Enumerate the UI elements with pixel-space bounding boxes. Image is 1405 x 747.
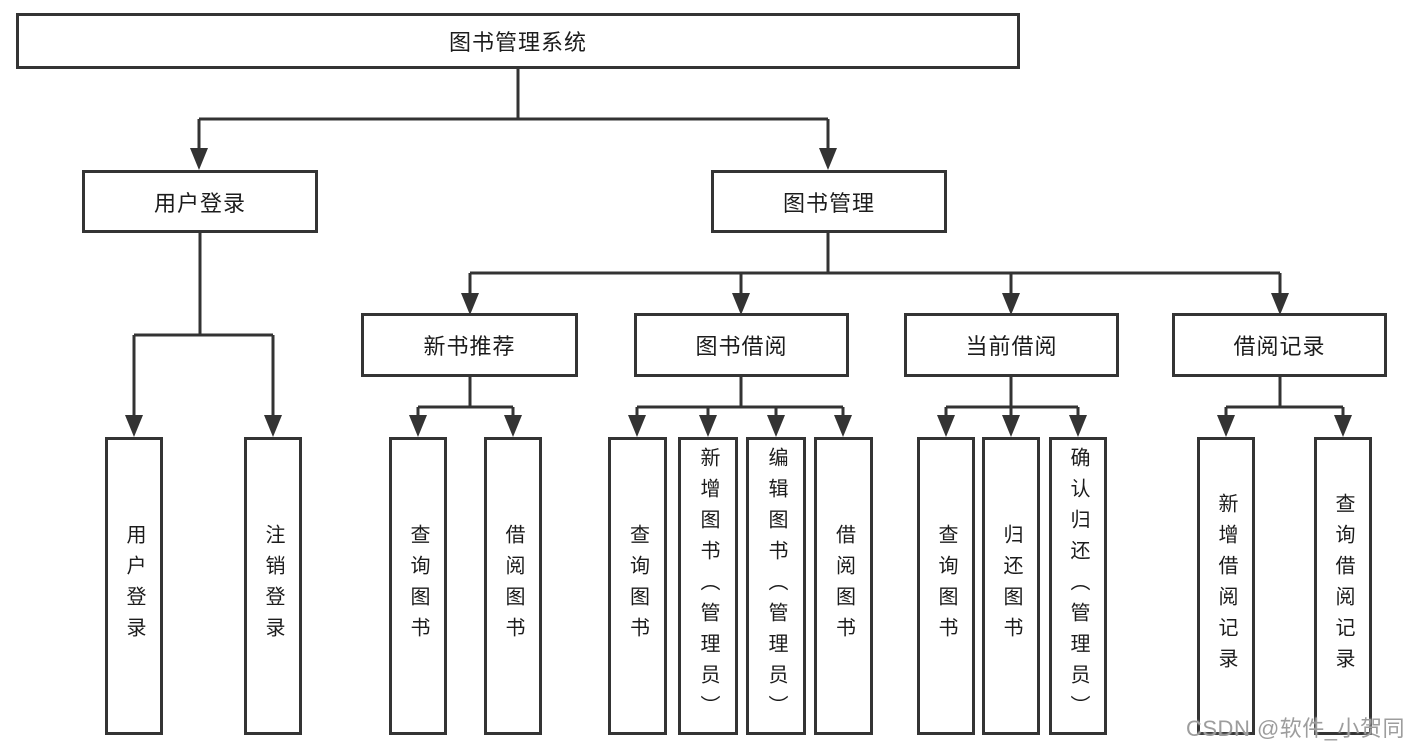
leaf-cb-query-books-label: 查询图书 <box>935 524 957 648</box>
node-book-borrow-label: 图书借阅 <box>695 334 788 359</box>
leaf-bb-add-books-label: 新增图书（管理员） <box>697 446 719 726</box>
watermark: CSDN @软件_小贺同学 <box>1186 716 1405 741</box>
leaf-cb-return-books: 归还图书 <box>982 437 1040 735</box>
node-current-borrow-label: 当前借阅 <box>965 334 1058 359</box>
leaf-br-add-record: 新增借阅记录 <box>1197 437 1255 735</box>
node-new-book-rec: 新书推荐 <box>361 313 578 377</box>
leaf-bb-borrow-books: 借阅图书 <box>814 437 873 735</box>
leaf-bb-query-books: 查询图书 <box>608 437 667 735</box>
node-borrow-record-label: 借阅记录 <box>1233 334 1326 359</box>
leaf-logout-label: 注销登录 <box>262 524 284 648</box>
node-borrow-record: 借阅记录 <box>1172 313 1387 377</box>
leaf-br-add-record-label: 新增借阅记录 <box>1215 493 1237 679</box>
leaf-bb-edit-books: 编辑图书（管理员） <box>746 437 806 735</box>
leaf-br-query-record: 查询借阅记录 <box>1314 437 1372 735</box>
leaf-cb-confirm-return: 确认归还（管理员） <box>1049 437 1107 735</box>
leaf-user-login-label: 用户登录 <box>123 524 145 648</box>
leaf-bb-borrow-books-label: 借阅图书 <box>832 524 855 648</box>
node-book-borrow: 图书借阅 <box>634 313 849 377</box>
leaf-logout: 注销登录 <box>244 437 302 735</box>
leaf-bb-query-books-label: 查询图书 <box>626 524 649 648</box>
node-root: 图书管理系统 <box>16 13 1020 69</box>
leaf-cb-confirm-return-label: 确认归还（管理员） <box>1067 446 1089 726</box>
node-user-login: 用户登录 <box>82 170 318 233</box>
leaf-cb-return-books-label: 归还图书 <box>1000 524 1022 648</box>
leaf-nbr-borrow-books: 借阅图书 <box>484 437 542 735</box>
leaf-nbr-query-books: 查询图书 <box>389 437 447 735</box>
leaf-bb-edit-books-label: 编辑图书（管理员） <box>765 446 787 726</box>
leaf-cb-query-books: 查询图书 <box>917 437 975 735</box>
node-root-label: 图书管理系统 <box>448 30 587 55</box>
leaf-nbr-borrow-books-label: 借阅图书 <box>502 524 524 648</box>
leaf-br-query-record-label: 查询借阅记录 <box>1332 493 1354 679</box>
leaf-bb-add-books: 新增图书（管理员） <box>678 437 738 735</box>
node-book-mgmt-label: 图书管理 <box>782 190 875 216</box>
leaf-user-login: 用户登录 <box>105 437 163 735</box>
node-book-mgmt: 图书管理 <box>711 170 947 233</box>
node-user-login-label: 用户登录 <box>153 190 246 216</box>
leaf-nbr-query-books-label: 查询图书 <box>407 524 429 648</box>
node-current-borrow: 当前借阅 <box>904 313 1119 377</box>
node-new-book-rec-label: 新书推荐 <box>423 334 516 359</box>
